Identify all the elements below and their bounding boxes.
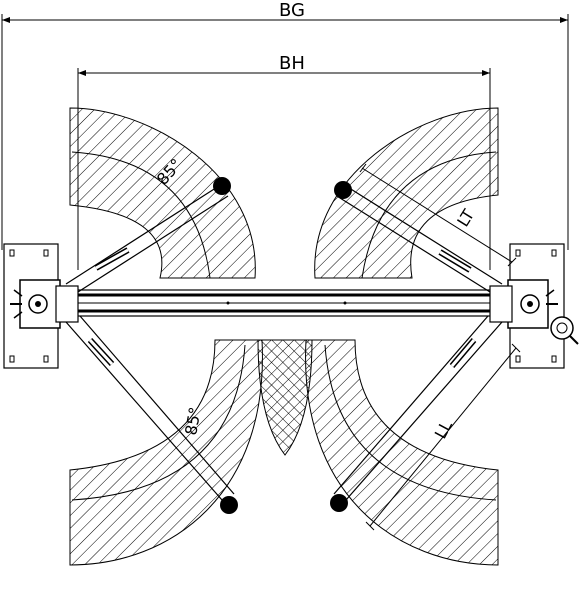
arm-length-label-lt: LT xyxy=(453,206,478,230)
lift-arm-lower-right xyxy=(330,315,503,512)
lift-arm-upper-right xyxy=(334,181,503,293)
arm-length-label-ll: LL xyxy=(431,417,456,442)
lift-arm-lower-left xyxy=(65,315,238,514)
column-right xyxy=(489,279,579,345)
angle-label-lower-left: 85° xyxy=(181,405,205,436)
column-left xyxy=(10,279,79,329)
swing-sweep-lower-right xyxy=(305,339,499,566)
power-unit-motor xyxy=(550,316,579,345)
dimension-lt xyxy=(359,163,517,267)
dimension-bg-arrow-left xyxy=(2,17,10,23)
lift-pad-lower-left xyxy=(220,496,238,514)
dimension-bh-label: BH xyxy=(279,53,305,74)
dimension-bg-arrow-right xyxy=(560,17,568,23)
lift-arm-upper-left xyxy=(65,177,231,293)
swing-overlap-zone xyxy=(257,339,313,456)
dimension-bh-arrow-left xyxy=(78,70,86,76)
dimension-bg: BG xyxy=(1,0,569,250)
lift-pad-lower-right xyxy=(330,494,348,512)
swing-sweep-upper-right xyxy=(314,107,499,279)
crossbeam xyxy=(57,289,511,317)
swing-sweep-upper-left xyxy=(69,107,256,279)
dimension-ll xyxy=(365,343,521,531)
dimension-bh-arrow-right xyxy=(482,70,490,76)
swing-sweep-lower-left xyxy=(69,339,263,566)
lift-pad-upper-right xyxy=(334,181,352,199)
dimension-bg-label: BG xyxy=(279,0,305,21)
lift-pad-upper-left xyxy=(213,177,231,195)
